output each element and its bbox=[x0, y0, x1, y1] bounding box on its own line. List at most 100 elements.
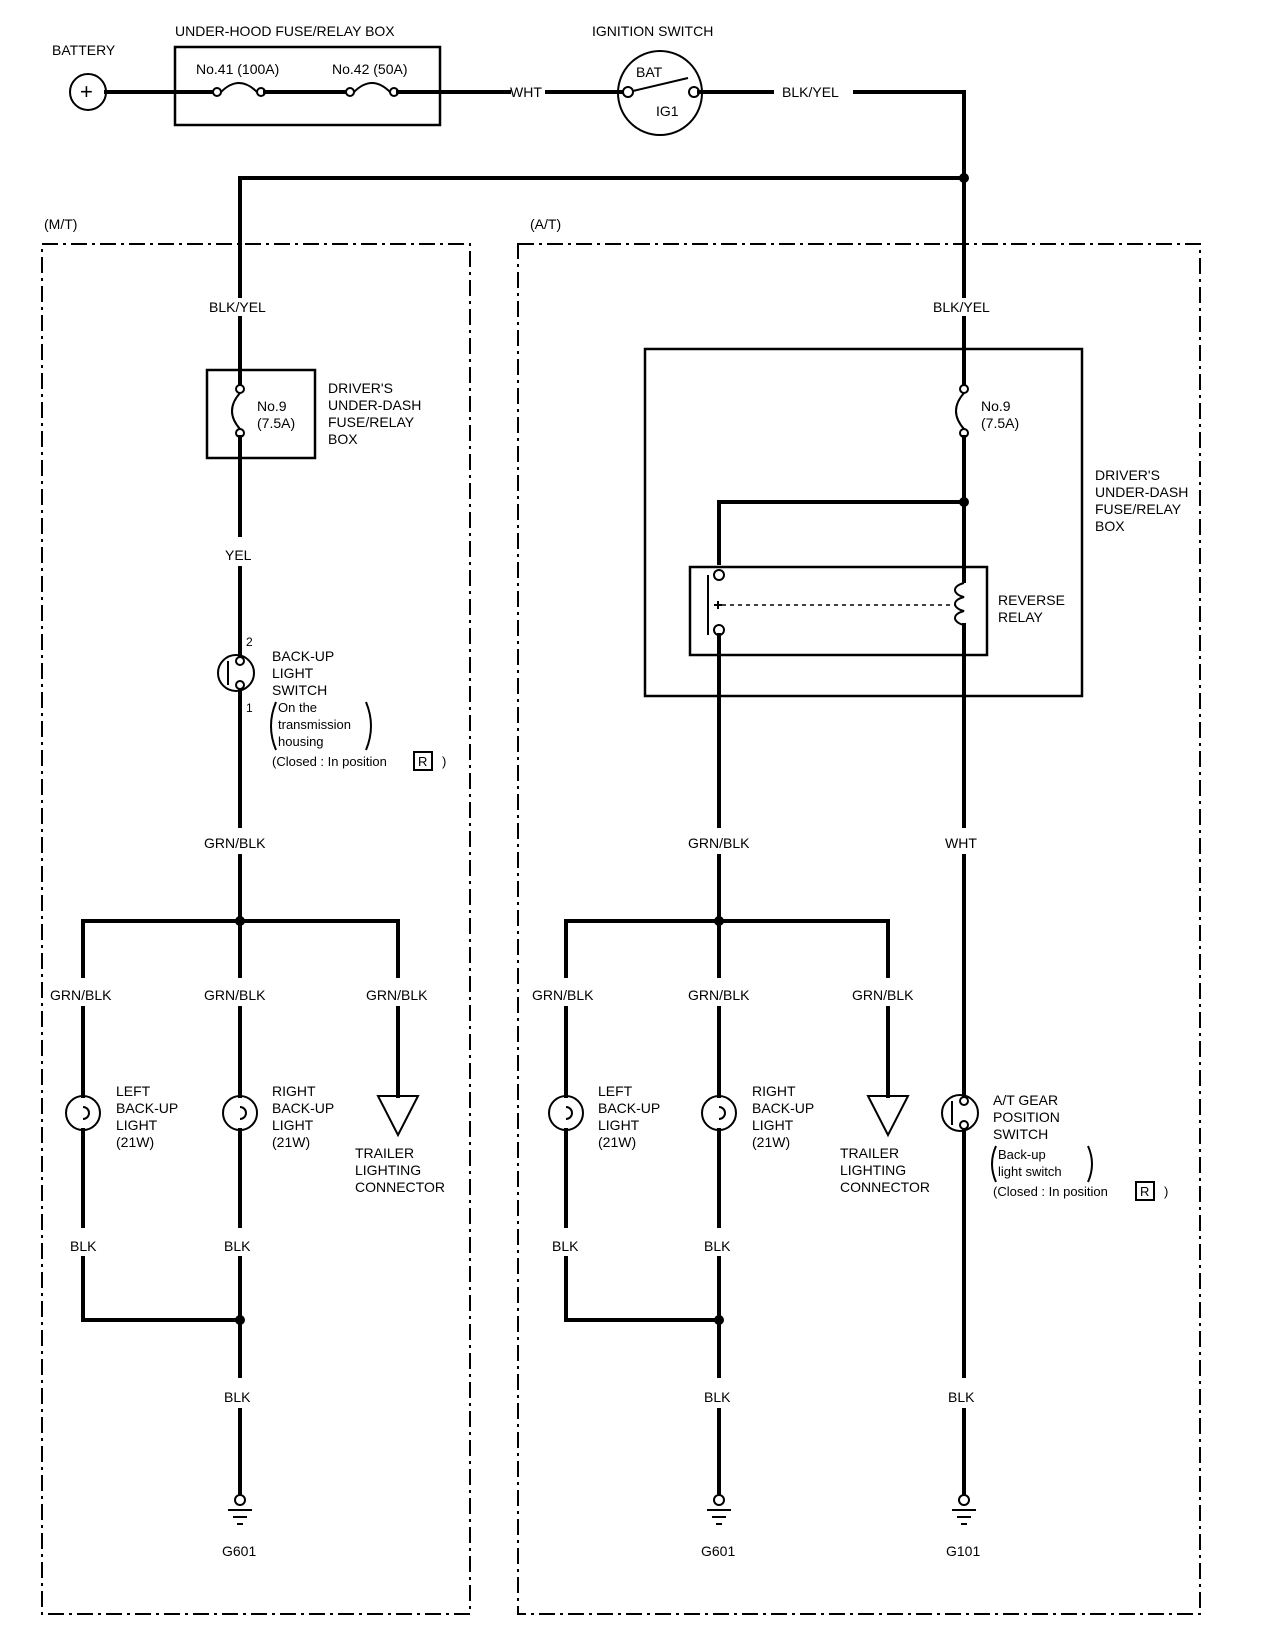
mt-right-light-label-3: LIGHT bbox=[272, 1117, 314, 1133]
mt-right-back-up-light-icon bbox=[222, 1095, 258, 1131]
mt-position-r: R bbox=[418, 754, 427, 769]
at-box-label-4: BOX bbox=[1095, 518, 1125, 534]
at-fuse-relay-box-outline bbox=[643, 347, 1084, 698]
at-ground-g601-icon bbox=[707, 1494, 731, 1525]
mt-left-back-up-light-icon bbox=[65, 1095, 101, 1131]
mt-trailer-label-3: CONNECTOR bbox=[355, 1179, 445, 1195]
battery-icon: + bbox=[69, 73, 107, 111]
gear-switch-closed-note: (Closed : In position bbox=[993, 1184, 1108, 1199]
fuse-42-label: No.42 (50A) bbox=[332, 61, 407, 77]
mt-wire-label-grn-blk: GRN/BLK bbox=[204, 835, 266, 851]
at-section-label: (A/T) bbox=[530, 216, 561, 232]
battery-label: BATTERY bbox=[52, 42, 116, 58]
mt-note-paren-left bbox=[270, 701, 277, 751]
at-ground-g101-icon bbox=[952, 1494, 976, 1525]
mt-left-wire-label: GRN/BLK bbox=[50, 987, 112, 1003]
mt-left-light-label-1: LEFT bbox=[116, 1083, 151, 1099]
at-ground-g101-label: G101 bbox=[946, 1543, 980, 1559]
mt-right-light-label-2: BACK-UP bbox=[272, 1100, 334, 1116]
mt-box-label-1: DRIVER'S bbox=[328, 380, 393, 396]
at-trailer-label-2: LIGHTING bbox=[840, 1162, 906, 1178]
mt-right-light-label-4: (21W) bbox=[272, 1134, 310, 1150]
mt-close-paren: ) bbox=[442, 754, 446, 769]
mt-left-ground-wire-label: BLK bbox=[70, 1238, 97, 1254]
mt-ground-wire-label: BLK bbox=[224, 1389, 251, 1405]
mt-switch-pin-1: 1 bbox=[246, 701, 253, 715]
ignition-ig1-label: IG1 bbox=[656, 103, 679, 119]
fuse-41-label: No.41 (100A) bbox=[196, 61, 279, 77]
relay-coil-icon bbox=[954, 582, 965, 626]
mt-note-paren-right bbox=[365, 701, 372, 751]
at-trailer-wire-label: GRN/BLK bbox=[852, 987, 914, 1003]
fuse-42-icon bbox=[345, 82, 399, 97]
wire-label-wht-top: WHT bbox=[510, 84, 542, 100]
mt-switch-closed-note: (Closed : In position bbox=[272, 754, 387, 769]
gear-switch-label-1: A/T GEAR bbox=[993, 1092, 1058, 1108]
mt-wire-label-blk-yel: BLK/YEL bbox=[209, 299, 266, 315]
at-right-back-up-light-icon bbox=[701, 1095, 737, 1131]
gear-switch-note-1: Back-up bbox=[998, 1147, 1046, 1162]
at-trailer-label-3: CONNECTOR bbox=[840, 1179, 930, 1195]
at-left-light-label-1: LEFT bbox=[598, 1083, 633, 1099]
mt-section-label: (M/T) bbox=[44, 216, 77, 232]
mt-right-ground-wire-label: BLK bbox=[224, 1238, 251, 1254]
mt-right-light-label-1: RIGHT bbox=[272, 1083, 316, 1099]
at-right-light-label-2: BACK-UP bbox=[752, 1100, 814, 1116]
mt-left-light-label-3: LIGHT bbox=[116, 1117, 158, 1133]
at-left-back-up-light-icon bbox=[548, 1095, 584, 1131]
at-section-border bbox=[517, 243, 1201, 1615]
mt-fuse-label: No.9 bbox=[257, 398, 287, 414]
at-wire-label-blk-yel: BLK/YEL bbox=[933, 299, 990, 315]
mt-box-label-2: UNDER-DASH bbox=[328, 397, 421, 413]
at-trailer-connector-icon bbox=[866, 1095, 910, 1138]
at-ground-g601-label: G601 bbox=[701, 1543, 735, 1559]
mt-fuse-rating: (7.5A) bbox=[257, 415, 295, 431]
at-box-label-3: FUSE/RELAY bbox=[1095, 501, 1182, 517]
at-right-ground-wire-label: BLK bbox=[704, 1238, 731, 1254]
mt-switch-pin-2: 2 bbox=[246, 635, 253, 649]
at-fuse-no9-icon bbox=[955, 384, 969, 438]
mt-back-up-light-switch-icon bbox=[217, 654, 255, 692]
at-right-light-label-4: (21W) bbox=[752, 1134, 790, 1150]
ignition-bat-label: BAT bbox=[636, 64, 663, 80]
at-box-label-1: DRIVER'S bbox=[1095, 467, 1160, 483]
fuse-41-icon bbox=[212, 82, 266, 97]
mt-left-light-label-4: (21W) bbox=[116, 1134, 154, 1150]
mt-switch-label-3: SWITCH bbox=[272, 682, 327, 698]
underhood-fuse-box bbox=[173, 45, 442, 127]
mt-left-light-label-2: BACK-UP bbox=[116, 1100, 178, 1116]
mt-box-label-4: BOX bbox=[328, 431, 358, 447]
wire-label-blk-yel-top: BLK/YEL bbox=[782, 84, 839, 100]
at-ground-wire-label: BLK bbox=[704, 1389, 731, 1405]
mt-trailer-label-2: LIGHTING bbox=[355, 1162, 421, 1178]
mt-position-r-box bbox=[413, 751, 433, 771]
gear-switch-label-2: POSITION bbox=[993, 1109, 1060, 1125]
mt-ground-g601-icon bbox=[228, 1494, 252, 1525]
at-box-label-2: UNDER-DASH bbox=[1095, 484, 1188, 500]
at-fuse-rating: (7.5A) bbox=[981, 415, 1019, 431]
mt-trailer-wire-label: GRN/BLK bbox=[366, 987, 428, 1003]
at-fuse-label: No.9 bbox=[981, 398, 1011, 414]
at-right-light-label-1: RIGHT bbox=[752, 1083, 796, 1099]
at-left-ground-wire-label: BLK bbox=[552, 1238, 579, 1254]
at-g101-wire-label: BLK bbox=[948, 1389, 975, 1405]
reverse-relay-icon bbox=[688, 565, 989, 657]
at-left-light-label-3: LIGHT bbox=[598, 1117, 640, 1133]
at-right-wire-label: GRN/BLK bbox=[688, 987, 750, 1003]
gear-switch-note-2: light switch bbox=[998, 1164, 1062, 1179]
mt-fuse-box-outline bbox=[205, 368, 317, 460]
relay-label-1: REVERSE bbox=[998, 592, 1065, 608]
mt-switch-note-2: transmission bbox=[278, 717, 351, 732]
mt-section-border bbox=[41, 243, 471, 1615]
mt-trailer-label-1: TRAILER bbox=[355, 1145, 414, 1161]
mt-trailer-connector-icon bbox=[376, 1095, 420, 1138]
at-left-light-label-4: (21W) bbox=[598, 1134, 636, 1150]
mt-ground-label: G601 bbox=[222, 1543, 256, 1559]
at-position-r-box bbox=[1135, 1181, 1155, 1201]
at-left-wire-label: GRN/BLK bbox=[532, 987, 594, 1003]
mt-box-label-3: FUSE/RELAY bbox=[328, 414, 415, 430]
mt-switch-note-1: On the bbox=[278, 700, 317, 715]
at-gear-position-switch-icon bbox=[941, 1094, 979, 1132]
at-trailer-label-1: TRAILER bbox=[840, 1145, 899, 1161]
